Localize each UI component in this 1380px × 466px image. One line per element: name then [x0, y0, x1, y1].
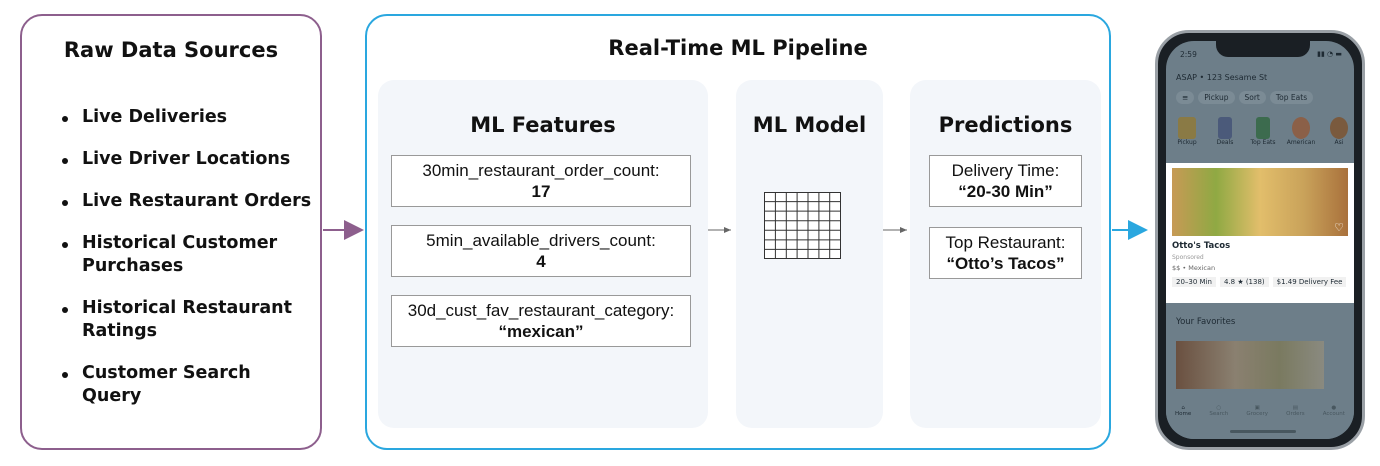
list-item: Customer Search Query — [62, 362, 312, 408]
category-label: Pickup — [1177, 139, 1197, 146]
feature-name: 30d_cust_fav_restaurant_category: — [407, 301, 675, 320]
chip-sort[interactable]: Sort — [1238, 91, 1266, 104]
ml-model-panel: ML Model — [736, 80, 883, 428]
restaurant-name: Otto's Tacos — [1172, 241, 1231, 251]
feature-box: 5min_available_drivers_count: 4 — [391, 225, 691, 277]
model-title: ML Model — [752, 113, 867, 137]
sources-title: Raw Data Sources — [63, 38, 279, 62]
ml-pipeline-box: Real-Time ML Pipeline — [365, 14, 1111, 450]
app-screen: 2:59 ▮▮ ◔ ▬ ASAP • 123 Sesame St ≡Pickup… — [1166, 41, 1354, 439]
prediction-name: Top Restaurant: — [945, 233, 1066, 252]
nav-account[interactable]: ●Account — [1322, 405, 1345, 417]
rating-tag: 4.8 ★ (138) — [1219, 277, 1269, 287]
list-item: Live Driver Locations — [62, 148, 312, 171]
category-item[interactable]: Top Eats — [1248, 117, 1278, 146]
fee-tag: $1.49 Delivery Fee — [1272, 277, 1347, 287]
category-label: Asi — [1334, 139, 1344, 146]
nav-label: Account — [1322, 411, 1345, 417]
prediction-box: Delivery Time: “20-30 Min” — [929, 155, 1082, 207]
list-item: Historical Restaurant Ratings — [62, 297, 312, 343]
feature-value: “mexican” — [498, 322, 584, 341]
sources-list: Live Deliveries Live Driver Locations Li… — [62, 106, 312, 427]
chip-top-eats[interactable]: Top Eats — [1269, 91, 1314, 104]
filter-icon[interactable]: ≡ — [1176, 91, 1195, 104]
category-label: Top Eats — [1250, 139, 1276, 146]
restaurant-card[interactable]: ♡ Otto's Tacos Sponsored $$ • Mexican 20… — [1166, 163, 1354, 303]
feature-box: 30d_cust_fav_restaurant_category: “mexica… — [391, 295, 691, 347]
nav-orders[interactable]: ▤Orders — [1286, 405, 1305, 417]
status-time: 2:59 — [1180, 50, 1197, 59]
prediction-name: Delivery Time: — [951, 161, 1060, 180]
category-row: Pickup Deals Top Eats American Asi — [1172, 117, 1354, 146]
pipeline-title: Real-Time ML Pipeline — [608, 36, 868, 60]
category-item[interactable]: Pickup — [1172, 117, 1202, 146]
category-label: American — [1286, 139, 1316, 146]
list-item: Historical Customer Purchases — [62, 232, 312, 278]
favorite-image[interactable] — [1176, 341, 1324, 391]
prediction-value: “20-30 Min” — [958, 182, 1053, 201]
phone-notch — [1216, 41, 1310, 57]
feature-box: 30min_restaurant_order_count: 17 — [391, 155, 691, 207]
category-item[interactable]: Asi — [1324, 117, 1354, 146]
ml-features-panel: ML Features 30min_restaurant_order_count… — [378, 80, 708, 428]
address-selector[interactable]: ASAP • 123 Sesame St — [1176, 73, 1268, 82]
price-cuisine: $$ • Mexican — [1172, 264, 1216, 272]
nav-label: Home — [1175, 411, 1192, 417]
prediction-value: “Otto’s Tacos” — [946, 254, 1065, 273]
chip-pickup[interactable]: Pickup — [1198, 91, 1235, 104]
feature-name: 30min_restaurant_order_count: — [422, 161, 660, 180]
predictions-title: Predictions — [938, 113, 1073, 137]
category-item[interactable]: Deals — [1210, 117, 1240, 146]
nav-search[interactable]: ○Search — [1209, 405, 1229, 417]
heart-icon[interactable]: ♡ — [1334, 221, 1344, 234]
favorites-heading: Your Favorites — [1176, 317, 1236, 327]
nav-label: Grocery — [1246, 411, 1269, 417]
nav-label: Search — [1209, 411, 1229, 417]
predictions-panel: Predictions Delivery Time: “20-30 Min” To… — [910, 80, 1101, 428]
model-grid-icon — [764, 192, 841, 259]
sponsored-label: Sponsored — [1172, 254, 1204, 261]
status-icons: ▮▮ ◔ ▬ — [1317, 50, 1342, 58]
nav-grocery[interactable]: ▣Grocery — [1246, 405, 1269, 417]
feature-value: 17 — [531, 182, 551, 201]
prediction-box: Top Restaurant: “Otto’s Tacos” — [929, 227, 1082, 279]
raw-data-sources-box: Raw Data Sources Live Deliveries Live Dr… — [20, 14, 322, 450]
category-item[interactable]: American — [1286, 117, 1316, 146]
feature-value: 4 — [536, 252, 546, 271]
list-item: Live Restaurant Orders — [62, 190, 312, 213]
phone-mockup: 2:59 ▮▮ ◔ ▬ ASAP • 123 Sesame St ≡Pickup… — [1155, 30, 1365, 450]
list-item: Live Deliveries — [62, 106, 312, 129]
category-label: Deals — [1216, 139, 1234, 146]
features-title: ML Features — [470, 113, 616, 137]
nav-home[interactable]: ⌂Home — [1175, 405, 1192, 417]
restaurant-image: ♡ — [1172, 168, 1348, 236]
nav-label: Orders — [1286, 411, 1305, 417]
feature-name: 5min_available_drivers_count: — [426, 231, 656, 250]
home-indicator — [1230, 430, 1296, 433]
eta-tag: 20–30 Min — [1172, 277, 1216, 287]
